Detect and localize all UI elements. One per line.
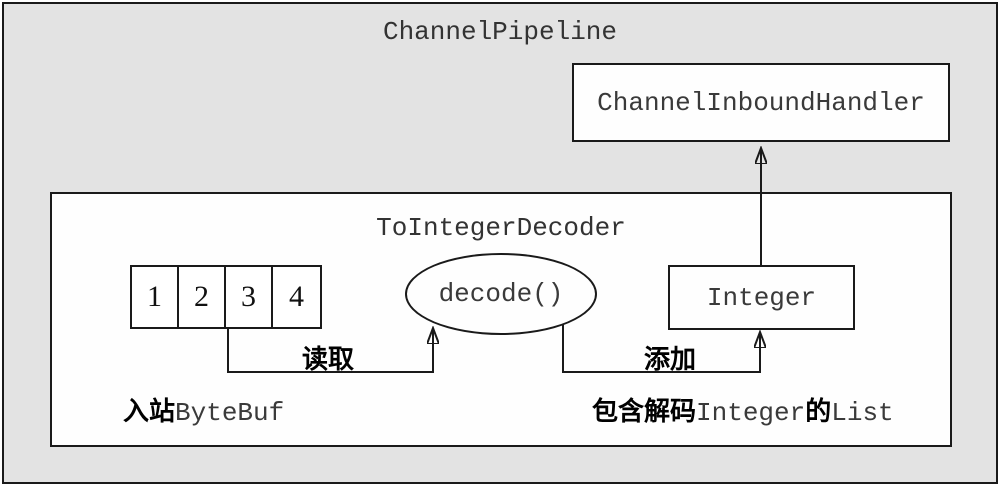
bytebuf-cell: 3	[226, 267, 273, 327]
channel-inbound-handler-label: ChannelInboundHandler	[597, 87, 925, 118]
bytebuf-cell: 2	[179, 267, 226, 327]
decode-label: decode()	[438, 279, 564, 309]
decoded-integer-list-caption: 包含解码Integer的List	[592, 391, 894, 428]
pipeline-title: ChannelPipeline	[382, 17, 618, 47]
to-integer-decoder-title: ToIntegerDecoder	[376, 213, 626, 243]
inbound-caption-code: ByteBuf	[175, 398, 285, 428]
decode-ellipse: decode()	[405, 253, 597, 335]
list-caption-code1: Integer	[696, 398, 806, 428]
read-arrow-label: 读取	[301, 345, 354, 374]
bytebuf-cell: 1	[132, 267, 179, 327]
inbound-bytebuf-caption: 入站ByteBuf	[123, 391, 284, 428]
integer-label: Integer	[706, 282, 817, 313]
integer-box: Integer	[668, 265, 855, 330]
list-caption-code2: List	[831, 398, 894, 428]
inbound-caption-cjk: 入站	[123, 397, 176, 426]
bytebuf-cell: 4	[289, 280, 304, 313]
list-caption-cjk1: 包含解码	[592, 397, 697, 426]
bytebuf-cells: 1 2 3 4	[130, 265, 322, 329]
add-arrow-label: 添加	[643, 345, 696, 374]
list-caption-cjk2: 的	[805, 397, 832, 426]
channel-inbound-handler-box: ChannelInboundHandler	[572, 63, 950, 142]
